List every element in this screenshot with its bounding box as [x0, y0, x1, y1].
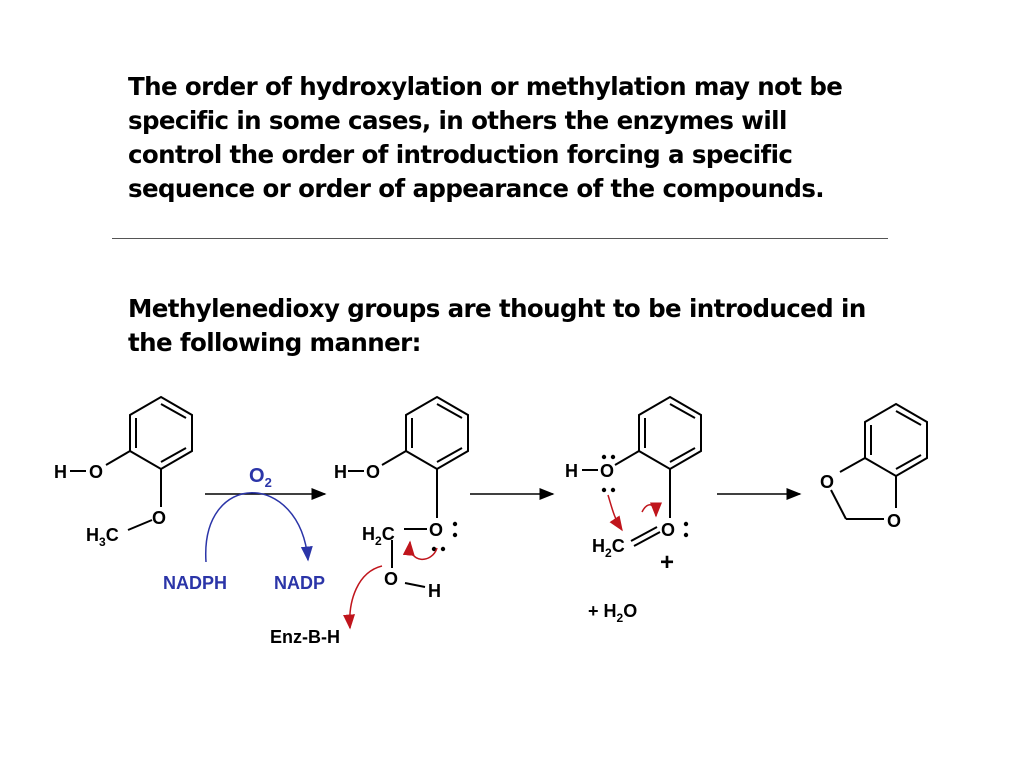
lone-pair-dots [431, 521, 458, 552]
atom-o-ether: O [429, 520, 443, 540]
molecule-methylenedioxybenzene [830, 402, 928, 520]
lone-pair-dots [601, 454, 689, 538]
cofactor-nadp: NADP [274, 573, 325, 593]
atom-o: O [887, 511, 901, 531]
molecule-oxonium-labels: H O H2C O + [565, 454, 689, 576]
atom-h: H [428, 581, 441, 601]
atom-o: O [89, 462, 103, 482]
molecule-hemiacetal-labels: H O H2C O O H [334, 462, 458, 601]
electron-arrow-base [343, 565, 383, 630]
atom-o-oxonium: O [661, 520, 675, 540]
methyl-group: H3C [86, 525, 119, 549]
atom-o-hydroxyl: O [384, 569, 398, 589]
electron-arrow-pi-bond [641, 502, 662, 518]
atom-h: H [565, 461, 578, 481]
positive-charge: + [660, 549, 674, 576]
water-byproduct: + H2O [588, 601, 637, 625]
methylene-group: H2C [592, 536, 625, 560]
molecule-oxonium [582, 395, 702, 547]
divider-line [112, 238, 888, 239]
enzyme-base: Enz-B-H [270, 627, 340, 647]
atom-o: O [366, 462, 380, 482]
atom-o: O [600, 461, 614, 481]
reagent-o2: O2 [249, 465, 272, 490]
molecule-guaiacol-labels: H O O H3C [54, 462, 166, 549]
molecule-guaiacol [70, 395, 193, 531]
cofactor-nadph: NADPH [163, 573, 227, 593]
molecule-methylenedioxybenzene-labels: O O [820, 472, 901, 531]
methylenedioxy-paragraph: Methylenedioxy groups are thought to be … [128, 294, 866, 357]
atom-h: H [54, 462, 67, 482]
electron-arrow-lone-pair [402, 540, 438, 560]
atom-h: H [334, 462, 347, 482]
atom-o: O [152, 508, 166, 528]
methylene-group: H2C [362, 524, 395, 548]
reaction-scheme: H O O H3C O2 NADPH NADP H O H2C O O H En… [54, 395, 928, 647]
electron-arrow-ring-closure [607, 494, 623, 532]
atom-o: O [820, 472, 834, 492]
intro-paragraph: The order of hydroxylation or methylatio… [128, 72, 843, 203]
cofactor-curved-arrow [205, 492, 313, 563]
molecule-hemiacetal [348, 395, 469, 588]
